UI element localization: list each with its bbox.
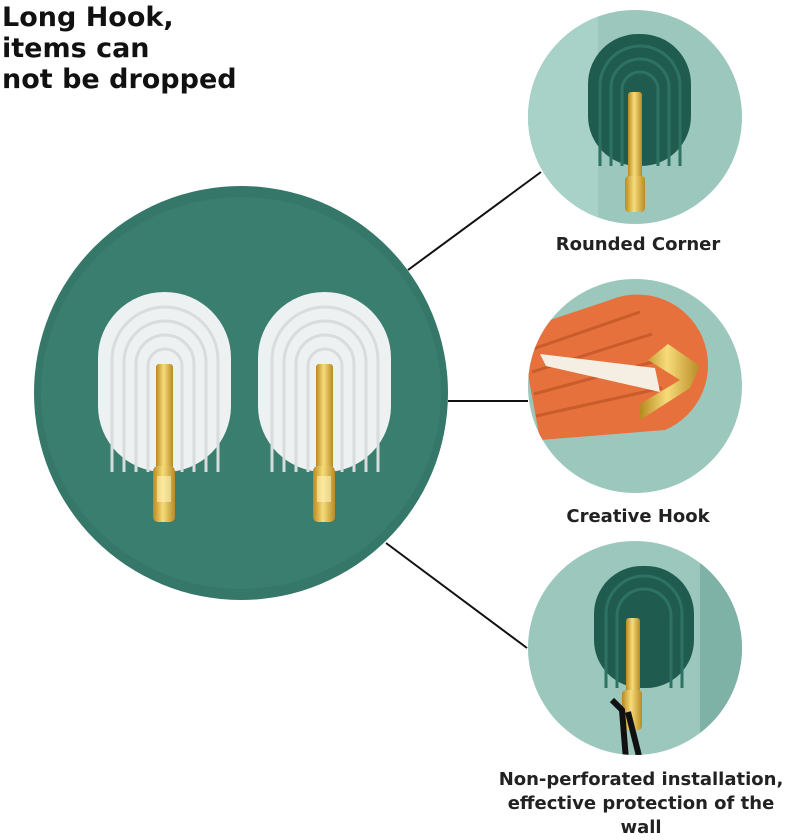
- headline-line-2: items can: [2, 33, 150, 64]
- connector-line-top: [407, 171, 542, 271]
- caption-installation-line-1: Non-perforated installation,: [498, 769, 784, 790]
- caption-rounded-corner: Rounded Corner: [555, 234, 721, 255]
- headline-line-3: not be dropped: [2, 64, 237, 95]
- main-product-circle: [34, 186, 448, 600]
- caption-installation: Non-perforated installation, effective p…: [486, 768, 796, 840]
- headline: Long Hook, items can not be dropped: [2, 2, 237, 95]
- detail-circle-rounded-corner: [528, 10, 742, 224]
- caption-creative-hook: Creative Hook: [566, 506, 710, 527]
- detail-circle-creative-hook: [528, 279, 742, 493]
- gold-hook-left: [153, 364, 175, 522]
- connector-line-bottom: [385, 542, 528, 649]
- caption-installation-line-2: effective protection of the wall: [507, 793, 775, 838]
- product-illustration: [34, 10, 742, 755]
- headline-line-1: Long Hook,: [2, 2, 174, 33]
- detail-circle-installation: [528, 541, 742, 755]
- gold-hook-right: [313, 364, 335, 522]
